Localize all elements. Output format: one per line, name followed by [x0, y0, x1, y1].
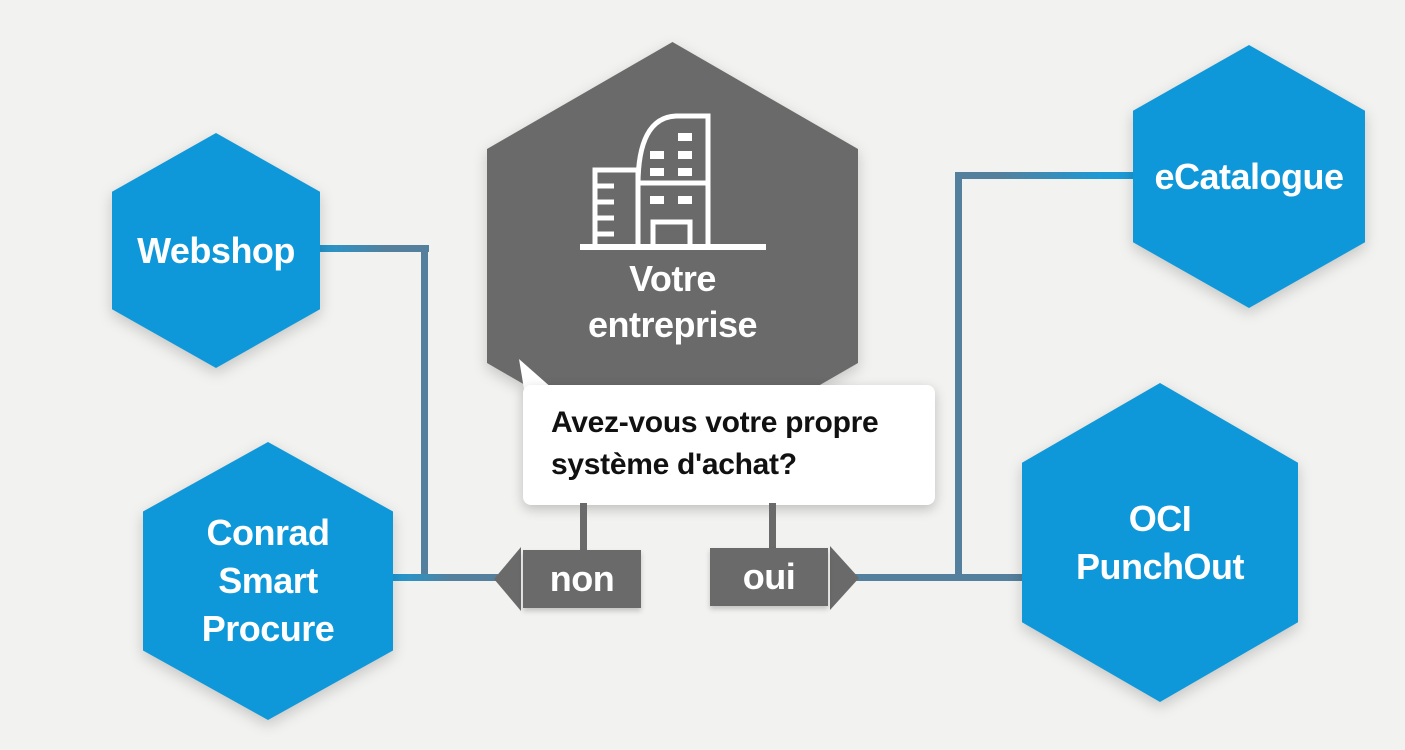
question-bubble: Avez-vous votre propre système d'achat?: [523, 385, 935, 505]
answer-box-oui: oui: [710, 548, 828, 606]
answer-stem-non: [580, 503, 587, 550]
conrad-smart-procure-label: Conrad Smart Procure: [201, 512, 335, 649]
hexagon-oci-punchout: OCI PunchOut: [1022, 383, 1298, 702]
your-company-label: Votre entreprise: [587, 258, 758, 345]
connector-oui-to-oci-line: [855, 574, 1025, 581]
ecatalogue-label: eCatalogue: [1154, 155, 1344, 197]
connector-left-vertical-line: [421, 248, 428, 581]
arrow-right-icon: [830, 546, 859, 610]
hexagon-webshop: Webshop: [112, 133, 320, 368]
hexagon-conrad-smart-procure: Conrad Smart Procure: [143, 442, 393, 720]
webshop-label: Webshop: [137, 229, 295, 271]
question-line-2: système d'achat?: [551, 448, 797, 481]
answer-stem-oui: [769, 503, 776, 548]
connector-conrad-line: [380, 574, 498, 581]
hexagon-ecatalogue: eCatalogue: [1133, 45, 1365, 308]
arrow-left-icon: [494, 547, 521, 611]
answer-box-non: non: [523, 550, 641, 608]
building-icon: [579, 113, 766, 250]
bubble-tail: [519, 359, 553, 389]
question-line-1: Avez-vous votre propre: [551, 406, 879, 439]
answer-no-label: non: [549, 558, 615, 599]
answer-yes-label: oui: [742, 556, 796, 597]
connector-right-vertical-line: [955, 172, 962, 581]
connector-webshop-line: [310, 245, 429, 252]
oci-punchout-label: OCI PunchOut: [1076, 497, 1244, 587]
connector-ecatalogue-line: [955, 172, 1138, 179]
